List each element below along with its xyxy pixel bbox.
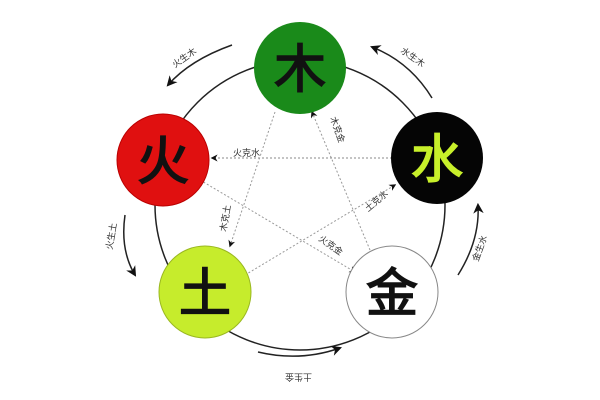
node-wood: 木 xyxy=(254,22,346,114)
overcoming-lines xyxy=(199,110,397,276)
node-fire: 火 xyxy=(116,113,210,207)
label-wood-earth: 木克土 xyxy=(217,204,234,233)
node-metal: 金 xyxy=(345,245,439,339)
label-earth-water: 土克水 xyxy=(362,188,390,215)
node-earth: 土 xyxy=(158,245,252,339)
fire-char: 火 xyxy=(137,132,189,193)
generating-arrows xyxy=(123,44,484,357)
label-fire-metal: 火克金 xyxy=(316,233,345,258)
label-metal-wood: 木克金 xyxy=(327,115,348,144)
label-earth-metal: 土生金 xyxy=(285,371,312,383)
earth-char: 土 xyxy=(179,264,231,325)
water-char: 水 xyxy=(411,130,464,191)
label-fire-wood: 火生木 xyxy=(170,45,199,70)
wood-char: 木 xyxy=(274,40,326,101)
label-metal-water: 金生水 xyxy=(470,234,491,263)
metal-char: 金 xyxy=(365,264,419,325)
label-fire-earth: 火生土 xyxy=(103,222,120,251)
label-water-fire: 火克水 xyxy=(233,147,260,159)
label-water-wood: 水生木 xyxy=(398,45,427,70)
node-water: 水 xyxy=(391,112,483,204)
